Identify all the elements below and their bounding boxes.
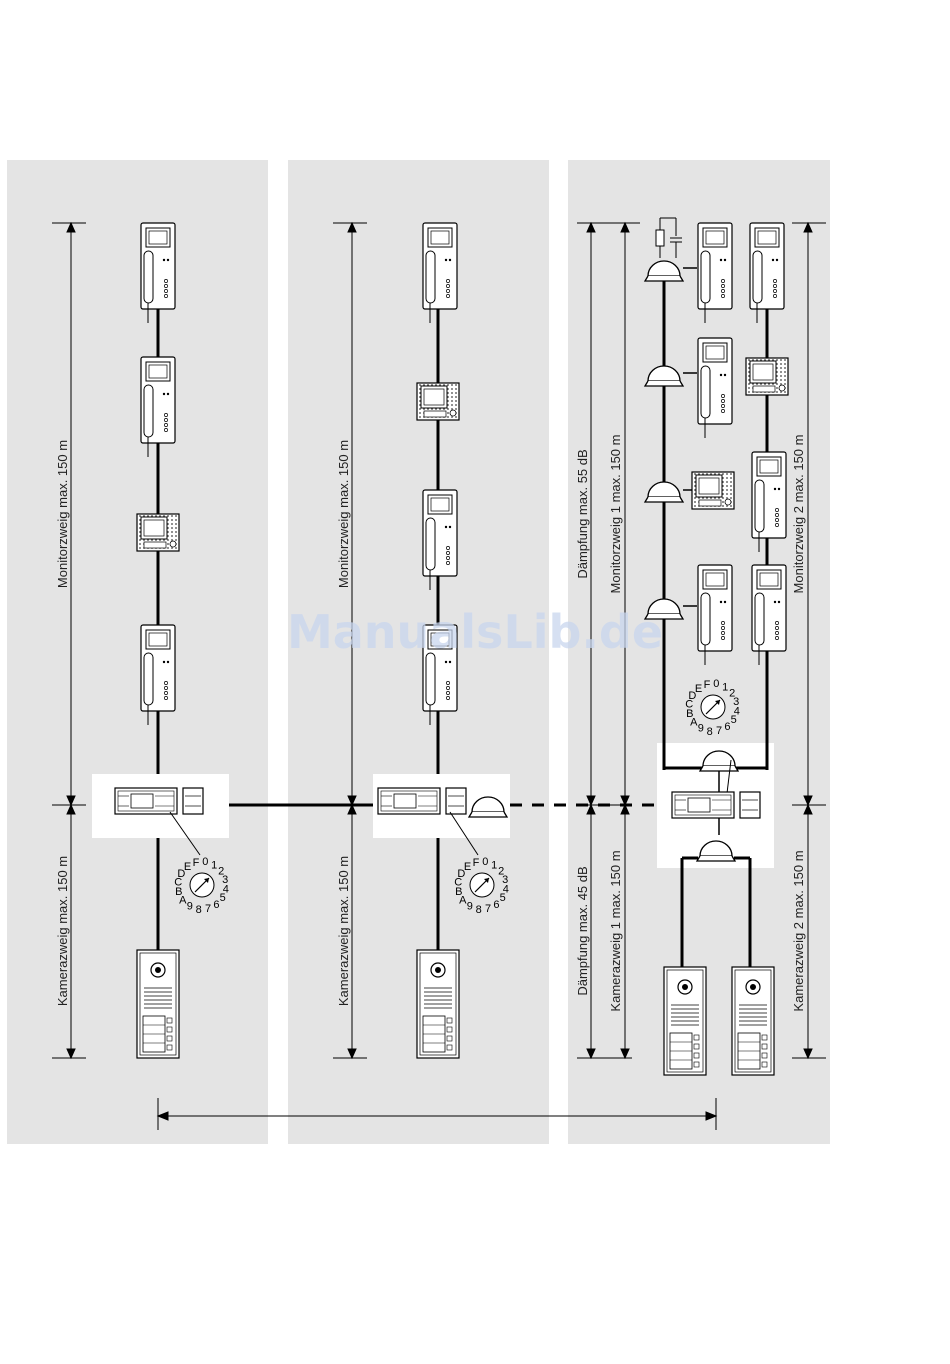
dial-position-label: 6 (493, 899, 499, 911)
door-station (136, 949, 180, 1059)
dial-position-label: D (177, 868, 185, 880)
dial-position-label: 8 (707, 726, 713, 738)
dial-position-label: 1 (722, 681, 728, 693)
panel-3-camera-branch-1-label: Kamerazweig 1 max. 150 m (608, 850, 623, 1011)
panel-2: Monitorzweig max. 150 m Kamerazweig max.… (333, 221, 510, 1060)
dial-position-label: E (464, 861, 471, 873)
dial-position-label: B (686, 708, 693, 720)
dial-position-label: 3 (733, 696, 739, 708)
dial-position-label: 0 (713, 678, 719, 690)
panel-3-camera-attenuation-label: Dämpfung max. 45 dB (575, 866, 590, 995)
panel-3: Dämpfung max. 55 dB Monitorzweig 1 max. … (575, 217, 826, 1076)
dial-position-label: 6 (213, 899, 219, 911)
panel-3-dimension-lines (577, 221, 826, 1060)
control-unit (671, 791, 761, 819)
dial-position-label: F (193, 857, 200, 869)
panel-1-camera-branch-label: Kamerazweig max. 150 m (55, 856, 70, 1006)
handset-monitor (140, 222, 176, 324)
panel-1-dimension-lines (52, 221, 86, 1060)
panel-2-dimension-lines (333, 221, 367, 1060)
dial-position-label: B (455, 886, 462, 898)
dial-position-label: 0 (482, 856, 488, 868)
dial-position-label: 3 (502, 874, 508, 886)
dial-position-label: A (179, 894, 187, 906)
control-unit (114, 787, 204, 815)
handset-monitor (697, 337, 733, 439)
dial-position-label: 4 (503, 883, 509, 895)
door-station (416, 949, 460, 1059)
dial-position-label: A (690, 716, 698, 728)
dial-position-label: 8 (196, 904, 202, 916)
dial-position-label: B (175, 886, 182, 898)
control-unit (377, 787, 467, 815)
handset-monitor (749, 222, 785, 324)
handset-monitor (140, 624, 176, 726)
handset-monitor (751, 451, 787, 553)
handsfree-monitor (136, 513, 180, 552)
dial-position-label: F (704, 679, 711, 691)
panel-1-monitor-branch-label: Monitorzweig max. 150 m (55, 440, 70, 588)
dial-position-label: 9 (698, 723, 704, 735)
termination-resistor (655, 217, 682, 258)
handset-monitor (697, 222, 733, 324)
dial-position-label: 7 (485, 903, 491, 915)
dial-position-label: C (685, 699, 693, 711)
dial-position-label: 7 (205, 903, 211, 915)
dial-position-label: 3 (222, 874, 228, 886)
handsfree-monitor (745, 357, 789, 396)
dial-position-label: 4 (734, 705, 740, 717)
dial-position-label: 8 (476, 904, 482, 916)
dial-position-label: 1 (211, 859, 217, 871)
dial-position-label: 2 (729, 688, 735, 700)
dial-position-label: 7 (716, 725, 722, 737)
handset-monitor (422, 489, 458, 591)
dial-position-label: D (457, 868, 465, 880)
dial-position-label: 6 (724, 721, 730, 733)
dial-position-label: 9 (187, 901, 193, 913)
panel-2-camera-branch-label: Kamerazweig max. 150 m (336, 856, 351, 1006)
panel-2-monitor-branch-label: Monitorzweig max. 150 m (336, 440, 351, 588)
dial-position-label: D (688, 690, 696, 702)
bus-length-arrow (156, 1098, 718, 1130)
dial-position-label: A (459, 894, 467, 906)
panel-3-monitor-branch-1-label: Monitorzweig 1 max. 150 m (608, 435, 623, 594)
dial-position-label: 5 (220, 892, 226, 904)
handset-monitor (140, 356, 176, 458)
dial-position-label: C (174, 877, 182, 889)
watermark: ManualsLib.de (287, 605, 663, 659)
handset-monitor (697, 564, 733, 666)
dial-position-label: 5 (731, 714, 737, 726)
door-station (731, 966, 775, 1076)
dial-position-label: 0 (202, 856, 208, 868)
panel-1: Monitorzweig max. 150 m Kamerazweig max.… (52, 221, 229, 1060)
dial-position-label: 9 (467, 901, 473, 913)
panel-3-monitor-branch-2-label: Monitorzweig 2 max. 150 m (791, 435, 806, 594)
dial-position-label: E (184, 861, 191, 873)
dial-position-label: 1 (491, 859, 497, 871)
dial-position-label: C (454, 877, 462, 889)
dial-position-label: 5 (500, 892, 506, 904)
handset-monitor (422, 222, 458, 324)
handsfree-monitor (416, 382, 460, 421)
handset-monitor (751, 564, 787, 666)
door-station (663, 966, 707, 1076)
dial-position-label: F (473, 857, 480, 869)
dial-position-label: 2 (498, 866, 504, 878)
panel-3-camera-branch-2-label: Kamerazweig 2 max. 150 m (791, 850, 806, 1011)
panel-3-monitor-attenuation-label: Dämpfung max. 55 dB (575, 449, 590, 578)
dial-position-label: 2 (218, 866, 224, 878)
handsfree-monitor (691, 471, 735, 510)
dial-position-label: 4 (223, 883, 229, 895)
dial-position-label: E (695, 683, 702, 695)
